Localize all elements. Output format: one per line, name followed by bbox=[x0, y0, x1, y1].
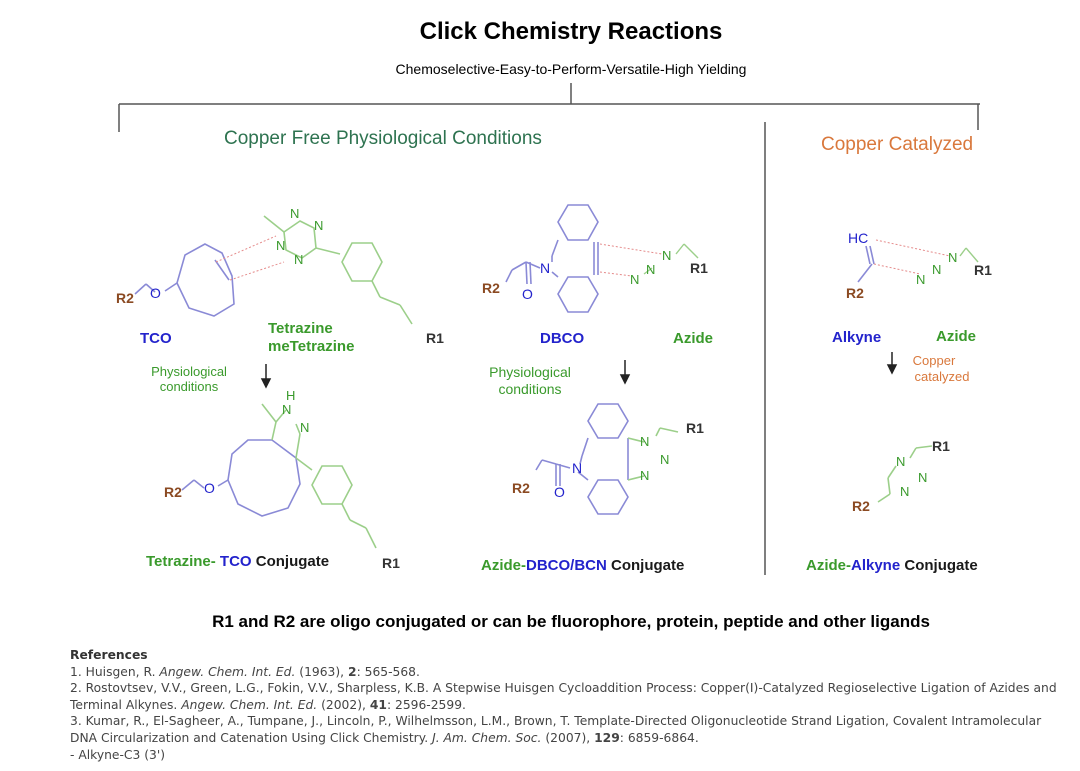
tco-product-r2: R2 bbox=[164, 484, 182, 500]
copper-catalyzed-header: Copper Catalyzed bbox=[821, 134, 974, 155]
triazole-n3: N bbox=[900, 484, 910, 499]
tco-condition-line2: conditions bbox=[159, 379, 219, 394]
cu-condition-line2: catalyzed bbox=[914, 369, 970, 384]
tco-product-h: H bbox=[286, 388, 296, 403]
tco-product-oxygen: O bbox=[204, 480, 215, 496]
dbco-condition-line1: Physiological bbox=[489, 364, 571, 380]
tco-structure bbox=[134, 243, 235, 317]
reference-4: - Alkyne-C3 (3') bbox=[70, 747, 166, 762]
tetrazine-n1: N bbox=[290, 206, 300, 221]
azide1-n1: N bbox=[662, 248, 672, 263]
azide2-n1: N bbox=[948, 250, 958, 265]
azide1-r1: R1 bbox=[690, 260, 708, 276]
dbco-product-r2: R2 bbox=[512, 480, 530, 496]
dbco-product-n1: N bbox=[640, 434, 650, 449]
dbco-oxygen: O bbox=[522, 286, 533, 302]
dbco-structure bbox=[505, 204, 599, 313]
tco-oxygen: O bbox=[150, 285, 161, 301]
triazole-r2: R2 bbox=[852, 498, 870, 514]
tco-product-n1: N bbox=[282, 402, 292, 417]
page-subtitle: Chemoselective-Easy-to-Perform-Versatile… bbox=[395, 61, 747, 77]
dbco-product-oxygen: O bbox=[554, 484, 565, 500]
azide2-label: Azide bbox=[936, 328, 977, 345]
azide2-structure bbox=[959, 247, 979, 263]
azide1-label: Azide bbox=[673, 330, 714, 347]
reference-3: 3. Kumar, R., El-Sagheer, A., Tumpane, J… bbox=[70, 714, 1042, 745]
tco-product-n2: N bbox=[300, 420, 310, 435]
alkyne-structure bbox=[857, 245, 875, 283]
copper-free-header: Copper Free Physiological Conditions bbox=[224, 128, 542, 149]
dbco-azide-dash bbox=[599, 243, 663, 277]
tco-condition-line1: Physiological bbox=[151, 364, 227, 379]
dbco-product-structure bbox=[535, 403, 679, 515]
triazole-product-structure bbox=[877, 445, 933, 503]
azide1-n3: N bbox=[630, 272, 640, 287]
cu-conjugate-label: Azide-Alkyne Conjugate bbox=[806, 557, 978, 574]
dbco-product-r1: R1 bbox=[686, 420, 704, 436]
references-heading: References bbox=[70, 648, 148, 662]
dbco-conjugate-label: Azide-DBCO/BCN Conjugate bbox=[481, 557, 685, 574]
alkyne-r2: R2 bbox=[846, 285, 864, 301]
tetrazine-structure bbox=[263, 215, 413, 325]
alkyne-azide-dash bbox=[873, 239, 951, 275]
tco-conjugate-label: Tetrazine- TCO Conjugate bbox=[146, 553, 330, 570]
reference-1: 1. Huisgen, R. Angew. Chem. Int. Ed. (19… bbox=[70, 664, 420, 679]
azide2-r1: R1 bbox=[974, 262, 992, 278]
azide1-structure bbox=[643, 243, 699, 275]
tco-label: TCO bbox=[140, 330, 172, 347]
dbco-nitrogen: N bbox=[540, 260, 551, 276]
dbco-product-n3: N bbox=[640, 468, 650, 483]
alkyne-label: Alkyne bbox=[832, 329, 882, 346]
azide2-n2: N bbox=[932, 262, 942, 277]
page-title: Click Chemistry Reactions bbox=[419, 18, 723, 45]
cu-condition-line1: Copper bbox=[912, 353, 956, 368]
metetrazine-label: meTetrazine bbox=[268, 338, 355, 355]
reaction-arrows bbox=[260, 352, 898, 389]
triazole-n1: N bbox=[896, 454, 906, 469]
tetrazine-n2: N bbox=[314, 218, 324, 233]
reference-2: 2. Rostovtsev, V.V., Green, L.G., Fokin,… bbox=[70, 681, 1057, 712]
tco-product-structure bbox=[181, 403, 377, 549]
triazole-n2: N bbox=[918, 470, 928, 485]
dbco-condition-line2: conditions bbox=[498, 381, 562, 397]
dbco-r2-label: R2 bbox=[482, 280, 500, 296]
tco-product-r1: R1 bbox=[382, 555, 400, 571]
tetrazine-label: Tetrazine bbox=[268, 320, 333, 337]
triazole-r1: R1 bbox=[932, 438, 950, 454]
dbco-label: DBCO bbox=[540, 330, 585, 347]
tco-r2-label: R2 bbox=[116, 290, 134, 306]
azide1-n2: N bbox=[646, 262, 656, 277]
dbco-product-n2: N bbox=[660, 452, 670, 467]
tco-tetrazine-dash bbox=[215, 235, 285, 281]
azide2-n3: N bbox=[916, 272, 926, 287]
references: References 1. Huisgen, R. Angew. Chem. I… bbox=[70, 647, 1060, 763]
dbco-product-nitrogen: N bbox=[572, 460, 583, 476]
tetrazine-n4: N bbox=[294, 252, 304, 267]
tetrazine-n3: N bbox=[276, 238, 286, 253]
alkyne-hc: HC bbox=[848, 230, 869, 246]
tetrazine-r1-label: R1 bbox=[426, 330, 444, 346]
r-groups-note: R1 and R2 are oligo conjugated or can be… bbox=[212, 612, 930, 631]
header-bracket bbox=[118, 83, 980, 132]
